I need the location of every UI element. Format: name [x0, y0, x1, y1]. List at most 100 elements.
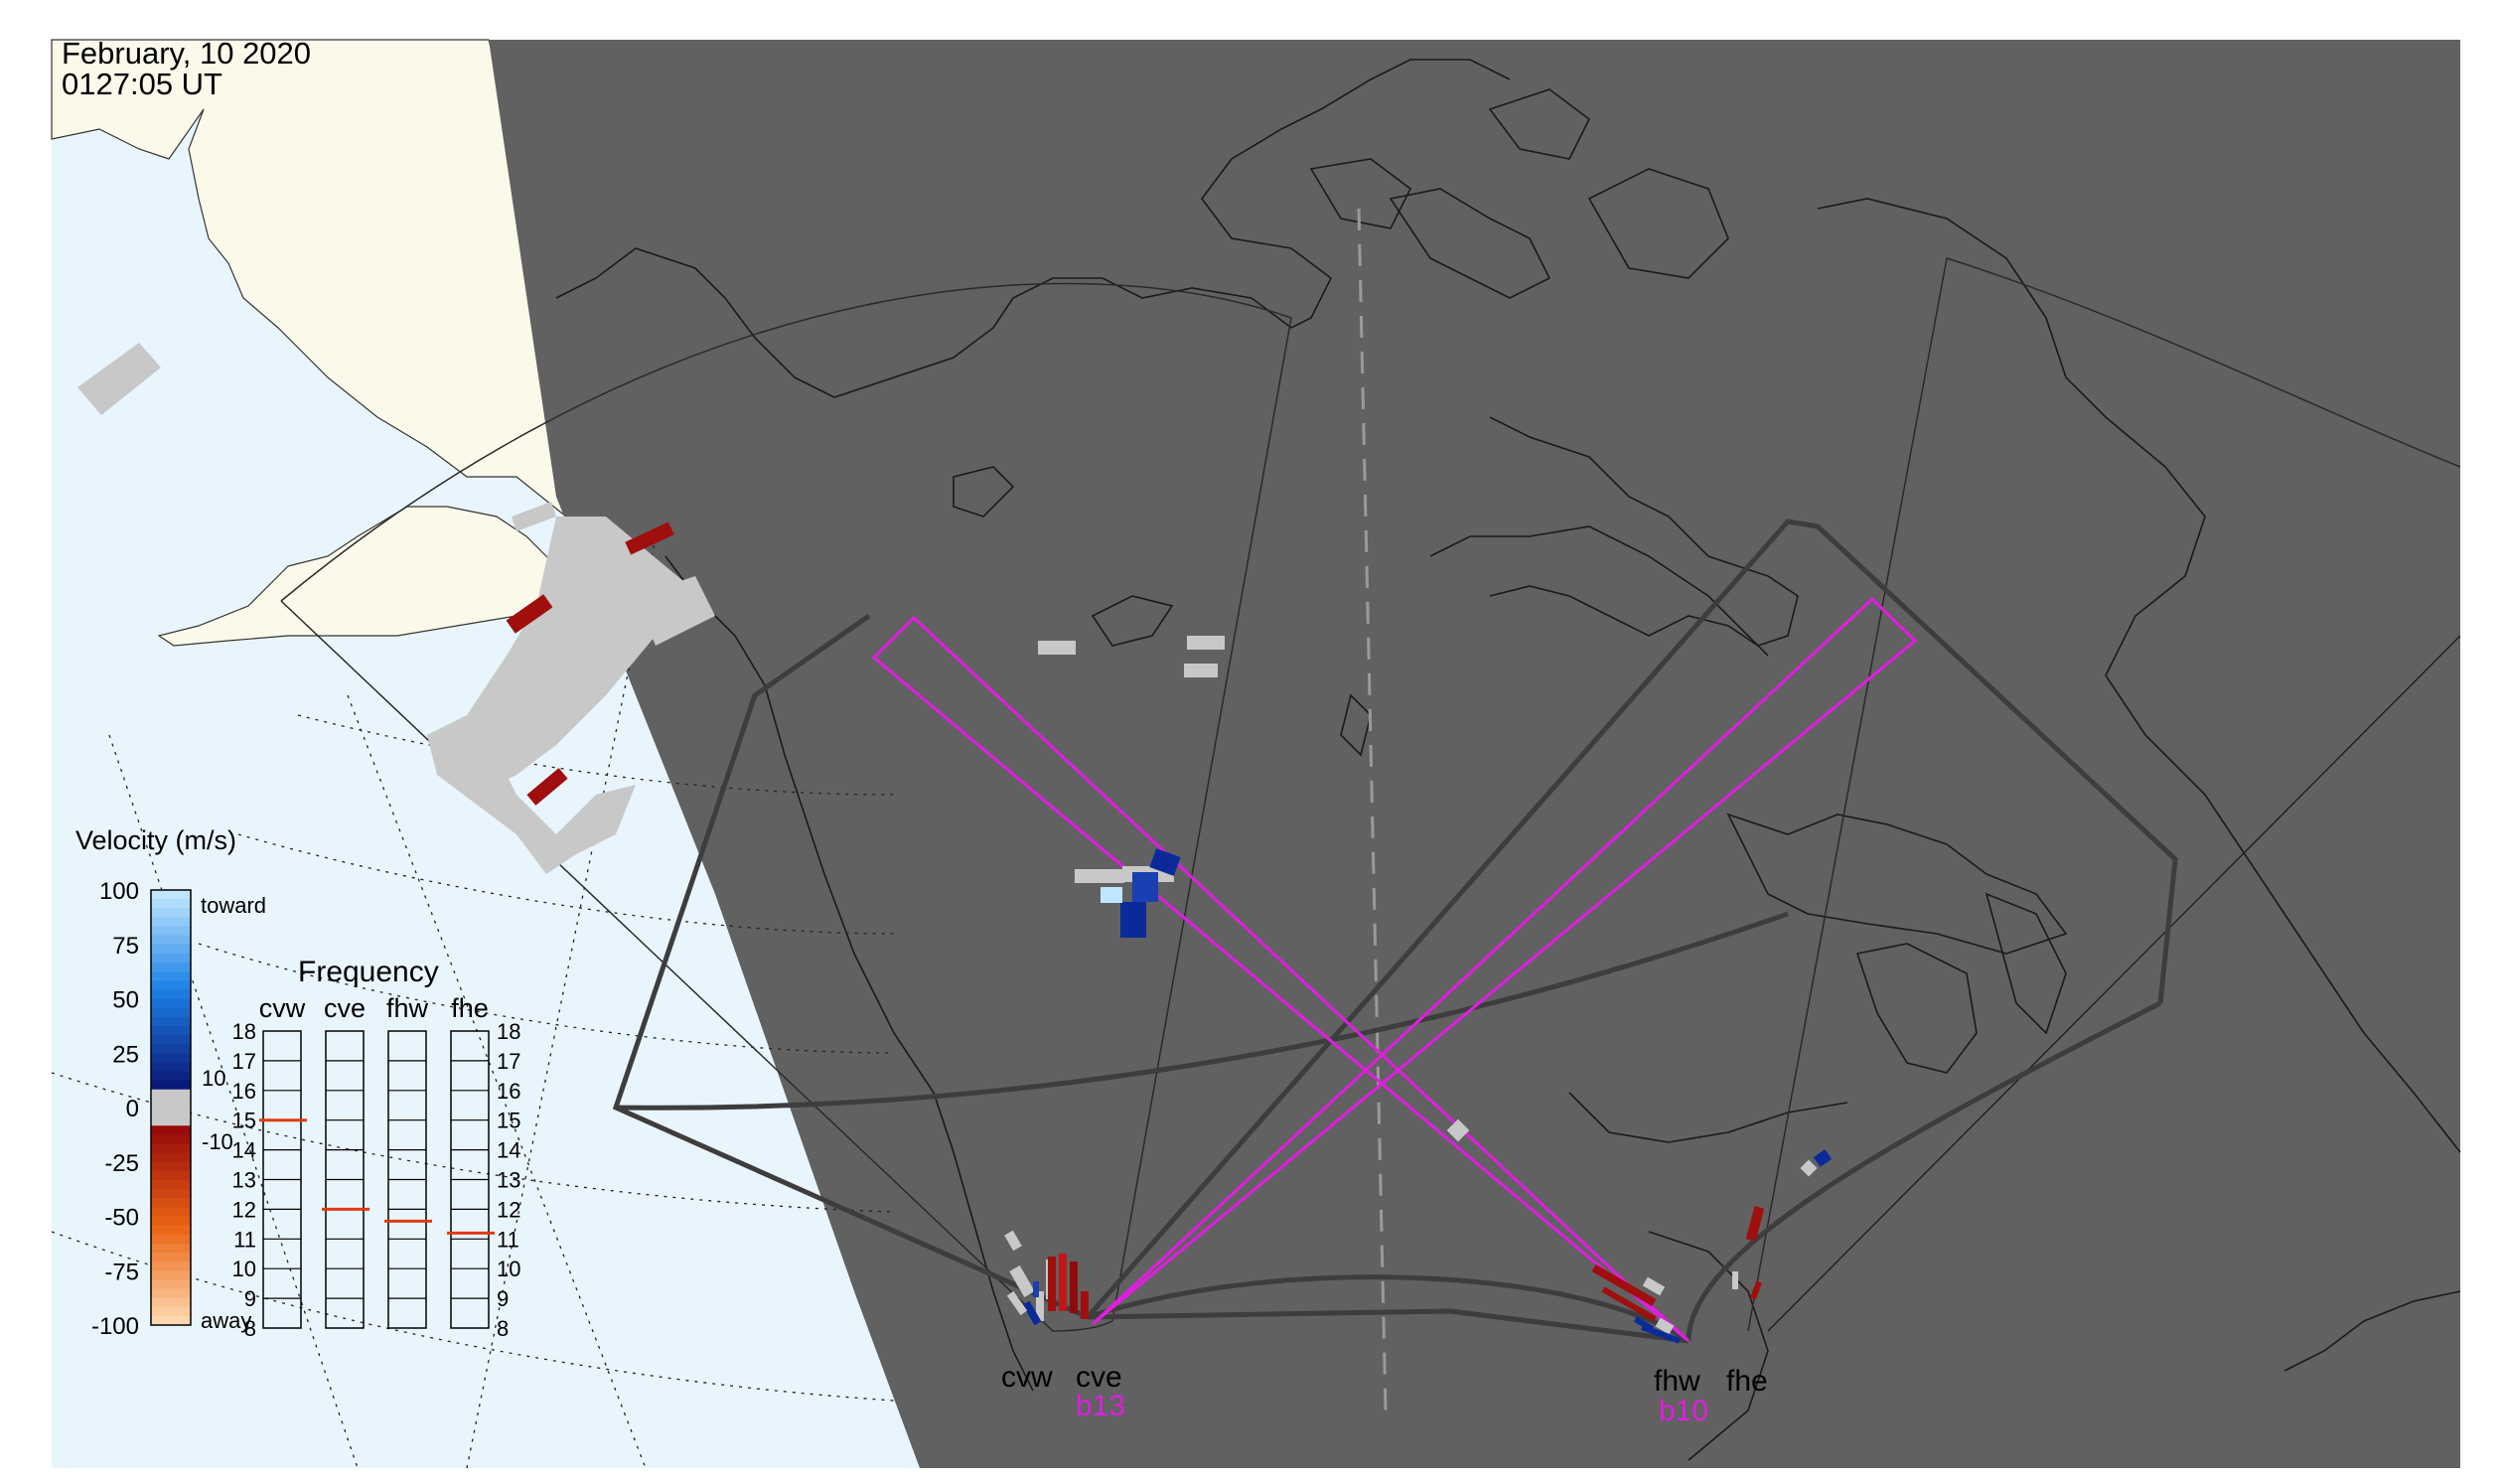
beam-b10-fhe [871, 615, 1691, 1343]
frequency-level-label: 16 [232, 1079, 256, 1104]
frequency-level-label: 10 [232, 1257, 256, 1281]
colorbar-segment [151, 908, 191, 918]
colorbar-segment [151, 1315, 191, 1326]
colorbar-segment [151, 1007, 191, 1018]
timestamp: February, 10 2020 0127:05 UT [62, 38, 311, 99]
colorbar-segment [151, 980, 191, 990]
frequency-column-fhe: fhe [451, 993, 489, 1023]
colorbar-segment [151, 963, 191, 972]
frequency-level-label: 17 [232, 1049, 256, 1074]
colorbar-segment [151, 1189, 191, 1199]
frequency-level-label: 17 [497, 1049, 520, 1074]
colorbar-segment [151, 1098, 191, 1109]
colorbar-segment [151, 1207, 191, 1218]
beam-label-b13: b13 [1076, 1390, 1125, 1422]
colorbar-segment [151, 1297, 191, 1308]
colorbar-segment [151, 1225, 191, 1236]
colorbar-segment [151, 1216, 191, 1227]
radar-labels: cvw cve fhw fhe b13 b10 [1001, 1361, 1768, 1427]
colorbar-segment [151, 1306, 191, 1317]
frequency-level-label: 10 [497, 1257, 520, 1281]
colorbar-segment [151, 1053, 191, 1063]
frequency-level-label: 9 [497, 1286, 509, 1311]
colorbar-segment [151, 1143, 191, 1154]
radar-code-cvw: cvw [1001, 1361, 1053, 1394]
colorbar-segment [151, 1288, 191, 1299]
beam-label-b10: b10 [1659, 1395, 1708, 1427]
colorbar-segment [151, 989, 191, 1000]
fov-thick [612, 519, 2178, 1344]
frequency-level-label: 12 [497, 1197, 520, 1222]
colorbar-segment [151, 917, 191, 928]
colorbar-segment [151, 1161, 191, 1172]
colorbar-segment [151, 1270, 191, 1280]
colorbar-segment [151, 1152, 191, 1163]
coastlines [555, 59, 2461, 1461]
away-label: away [201, 1308, 251, 1333]
velocity-tick-label: 100 [99, 878, 139, 905]
colorbar-segment [151, 1279, 191, 1290]
frequency-level-label: 15 [497, 1109, 520, 1133]
velocity-tick-label: 25 [112, 1041, 139, 1068]
timestamp-date: February, 10 2020 [62, 36, 312, 71]
toward-label: toward [201, 893, 266, 918]
frequency-level-label: 18 [497, 1019, 520, 1044]
colorbar-segment [151, 1125, 191, 1135]
frequency-column-cve: cve [324, 993, 366, 1023]
fov-thin-outer [1767, 635, 2461, 1332]
frequency-level-label: 8 [497, 1316, 509, 1341]
night-shade [489, 40, 2460, 1468]
frequency-level-label: 16 [497, 1079, 520, 1104]
frequency-level-label: 9 [244, 1286, 256, 1311]
colorbar-segment [151, 890, 191, 900]
frequency-level-label: 18 [232, 1019, 256, 1044]
colorbar-segment [151, 1025, 191, 1036]
colorbar-segment [151, 1180, 191, 1190]
frequency-level-label: 12 [232, 1197, 256, 1222]
velocity-tick-label: -50 [104, 1205, 139, 1232]
inner-tick-minus-10: -10 [202, 1129, 233, 1154]
colorbar-segment [151, 1044, 191, 1054]
colorbar-segment [151, 1062, 191, 1073]
colorbar-segment [151, 1035, 191, 1045]
beam-b13-cve [1091, 596, 1918, 1326]
colorbar-segment [151, 1080, 191, 1091]
colorbar-segment [151, 1116, 191, 1126]
frequency-level-label: 15 [232, 1109, 256, 1133]
colorbar-segment [151, 926, 191, 937]
velocity-tick-label: -100 [91, 1313, 139, 1340]
frequency-level-label: 13 [497, 1168, 520, 1193]
fov-thin [280, 257, 2461, 1332]
colorbar-segment [151, 1108, 191, 1117]
frequency-title: Frequency [298, 956, 439, 988]
velocity-colorbar-gradient [150, 889, 192, 1326]
colorbar-segment [151, 1134, 191, 1145]
velocity-tick-label: -25 [104, 1150, 139, 1177]
frequency-level-label: 11 [233, 1227, 256, 1252]
colorbar-segment [151, 1234, 191, 1245]
colorbar-segment [151, 998, 191, 1009]
inner-tick-10: 10 [202, 1066, 225, 1091]
velocity-tick-label: -75 [104, 1259, 139, 1285]
colorbar-segment [151, 1261, 191, 1271]
velocity-tick-label: 75 [112, 933, 139, 960]
frequency-level-label: 8 [244, 1316, 256, 1341]
colorbar-segment [151, 1170, 191, 1181]
graticule [51, 535, 895, 1469]
ground-scatter [77, 343, 1818, 1335]
colorbar-segment [151, 1071, 191, 1082]
colorbar-segment [151, 899, 191, 909]
colorbar-frame [150, 889, 192, 1326]
velocity-tick-label: 0 [126, 1096, 139, 1122]
radar-code-cve: cve [1076, 1361, 1122, 1394]
frequency-level-label: 14 [497, 1138, 520, 1163]
colorbar-segment [151, 935, 191, 946]
frequency-column-fhw: fhw [386, 993, 429, 1023]
colorbar-segment [151, 1016, 191, 1027]
frequency-level-label: 11 [497, 1227, 519, 1252]
colorbar-segment [151, 1253, 191, 1262]
frequency-level-label: 13 [232, 1168, 256, 1193]
